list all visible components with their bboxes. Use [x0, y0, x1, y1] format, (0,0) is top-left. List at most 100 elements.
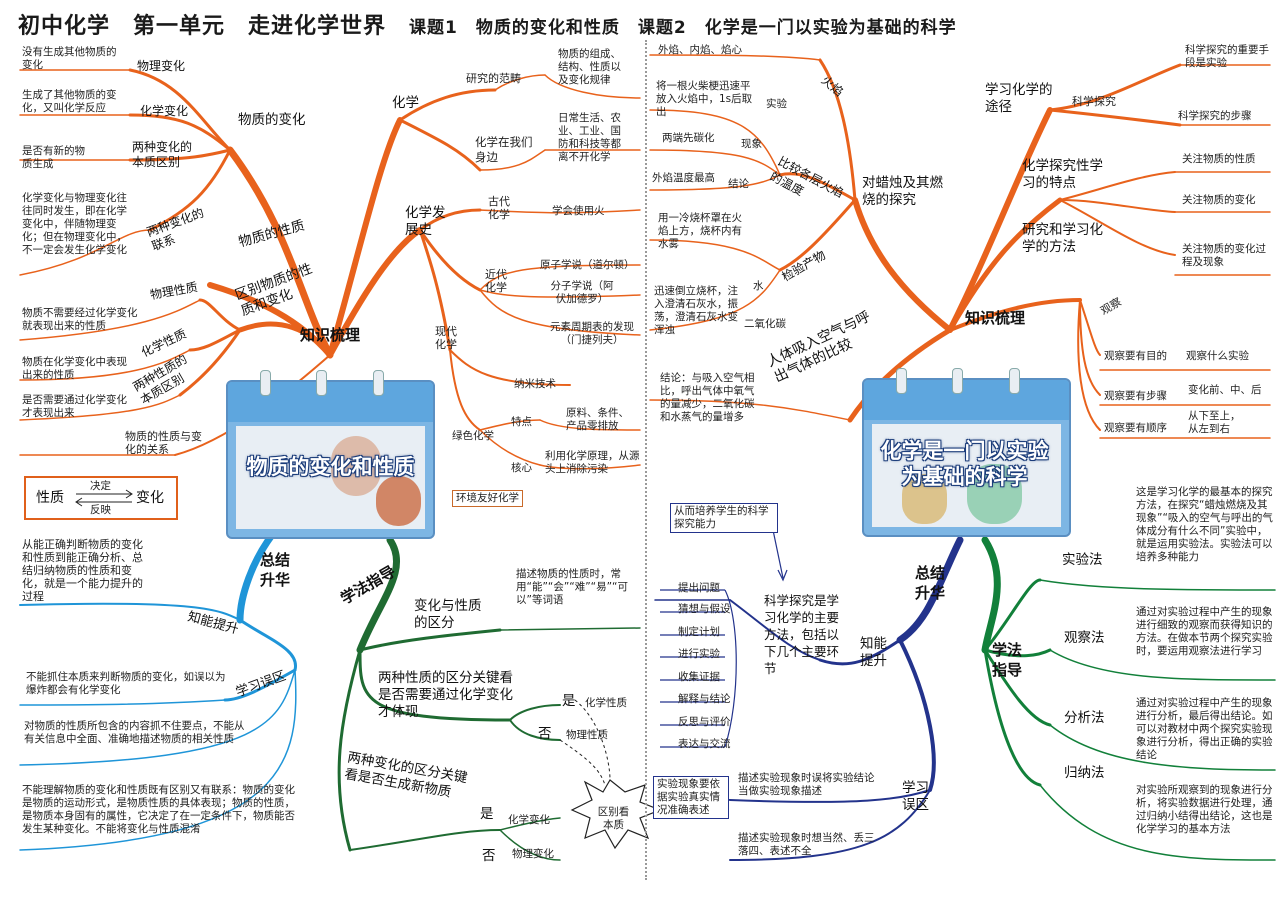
change-matter-node: 物质的变化 — [238, 112, 306, 128]
ability-def-left: 从能正确判断物质的变化和性质到能正确分析、总结归纳物质的性质和变化，就是一个能力… — [22, 538, 143, 603]
rel-top: 决定 — [90, 480, 111, 492]
exp-def: 将一根火柴梗迅速平放入火焰中，1s后取出 — [656, 80, 753, 118]
step-6: 解释与结论 — [678, 693, 731, 705]
ana-method-def: 通过对实验过程中产生的现象进行分析，最后得出结论。如可以对教材中两个探究实验现象… — [1136, 697, 1273, 761]
exp-method-def: 这是学习化学的最基本的探究方法，在探究“蜡烛燃烧及其现象”“吸入的空气与呼出的气… — [1136, 486, 1273, 563]
step-5: 收集证据 — [678, 671, 720, 683]
ind-method-def: 对实验所观察到的现象进行分析，将实验数据进行处理，通过归纳小结得出结论，这也是化… — [1136, 784, 1273, 835]
calendar-ring — [896, 368, 907, 394]
prop-diff-def: 是否需要通过化学变化才表现出来 — [22, 394, 127, 419]
modern-node: 现代化学 — [435, 325, 457, 351]
calendar-left-label: 物质的变化和性质 — [246, 455, 415, 479]
ana-method-node: 分析法 — [1064, 710, 1105, 726]
ability-node-right: 知能提升 — [860, 636, 887, 669]
m1-node: 变化与性质的区分 — [414, 598, 482, 631]
molecule-node: 分子学说（阿伏加德罗） — [550, 280, 614, 305]
knowledge-node-right: 知识梳理 — [965, 309, 1026, 327]
inquiry-node: 科学探究 — [1072, 95, 1116, 108]
page-divider — [645, 40, 647, 880]
flask-illustration — [331, 436, 381, 496]
history-node: 化学发展史 — [405, 205, 446, 238]
burst-shape — [570, 779, 662, 850]
method-node-right: 学法指导 — [992, 641, 1023, 679]
calendar-left-head — [228, 382, 433, 422]
rel-arrows — [75, 489, 133, 507]
way-node: 学习化学的途径 — [985, 82, 1053, 115]
flame-parts: 外焰、内焰、焰心 — [658, 44, 742, 56]
m2-yes: 是 — [562, 693, 576, 709]
phys-change-node: 物理变化 — [137, 59, 186, 73]
phys-prop-def: 物质不需要经过化学变化就表现出来的性质 — [22, 307, 138, 332]
green-tag: 环境友好化学 — [452, 490, 523, 507]
mistake2-left: 对物质的性质所包含的内容抓不住要点，不能从有关信息中全面、准确地描述物质的相关性… — [24, 720, 245, 745]
calendar-ring — [1009, 368, 1020, 394]
step-1: 提出问题 — [678, 582, 720, 594]
chem-change-node: 化学变化 — [140, 104, 189, 118]
chem-change-def: 生成了其他物质的变化，又叫化学反应 — [22, 89, 117, 114]
burst-label: 区别看本质 — [597, 806, 630, 831]
inquiry1: 科学探究的重要手段是实验 — [1185, 44, 1269, 69]
summary-node-right: 总结升华 — [915, 564, 946, 602]
relation-box: 性质 决定 反映 变化 — [24, 476, 178, 520]
step-8: 表达与交流 — [678, 738, 731, 750]
knowledge-node-left: 知识梳理 — [300, 326, 361, 344]
exp-method-node: 实验法 — [1062, 552, 1103, 568]
step-7: 反思与评价 — [678, 716, 731, 728]
calendar-right: 化学是一门以实验为基础的科学 — [862, 368, 1071, 537]
link-def: 化学变化与物理变化往往同时发生，即在化学变化中，伴随物理变化；但在物理变化中，不… — [22, 192, 127, 256]
diff-node: 两种变化的本质区别 — [132, 140, 193, 169]
research-node: 研究和学习化学的方法 — [1022, 222, 1103, 255]
relation-node: 物质的性质与变化的关系 — [125, 430, 202, 456]
candle-node: 对蜡烛及其燃烧的探究 — [862, 175, 943, 208]
diff-def: 是否有新的物质生成 — [22, 145, 85, 170]
ability-tag: 从而培养学生的科学探究能力 — [670, 503, 778, 533]
m2-no: 否 — [538, 726, 552, 742]
m2-chem-prop: 化学性质 — [585, 697, 627, 709]
water-def: 用一冷烧杯罩在火焰上方，烧杯内有水雾 — [658, 212, 742, 250]
m3-phys-change: 物理变化 — [512, 848, 554, 860]
atom-node: 原子学说（道尔顿） — [540, 259, 635, 271]
m3-yes: 是 — [480, 806, 494, 822]
m2-phys-prop: 物理性质 — [566, 729, 608, 741]
breath-def: 结论：与吸入空气相比，呼出气体中氧气的量减少，二氧化碳和水蒸气的量增多 — [660, 372, 755, 423]
ancient-def: 学会使用火 — [552, 205, 605, 217]
calendar-ring — [952, 368, 963, 394]
scope-node: 研究的范畴 — [466, 72, 521, 85]
observe1-detail: 观察什么实验 — [1186, 350, 1249, 362]
feature1: 关注物质的性质 — [1182, 153, 1256, 165]
mistake2-right: 描述实验现象时想当然、丢三落四、表述不全 — [738, 832, 875, 857]
calendar-right-label: 化学是一门以实验为基础的科学 — [880, 439, 1049, 489]
modern-near-node: 近代化学 — [485, 268, 507, 294]
water-node: 水 — [753, 280, 764, 292]
phen-def: 两端先碳化 — [662, 132, 715, 144]
calendar-right-head — [864, 380, 1069, 420]
mistake3-left: 不能理解物质的变化和性质既有区别又有联系：物质的变化是物质的运动形式，是物质性质… — [22, 784, 295, 835]
feature-node: 特点 — [511, 416, 532, 428]
mistake1-left: 不能抓住本质来判断物质的变化，如误以为爆炸都会有化学变化 — [26, 671, 226, 696]
nano-node: 纳米技术 — [514, 378, 556, 390]
around-node: 化学在我们身边 — [475, 135, 533, 164]
m2-node: 两种性质的区分关键看是否需要通过化学变化才体现 — [378, 670, 513, 720]
m1-def: 描述物质的性质时，常用“能”“会”“难”“易”“可以”等词语 — [516, 568, 628, 606]
obs-method-node: 观察法 — [1064, 630, 1105, 646]
step-2: 猜想与假设 — [678, 603, 731, 615]
step-4: 进行实验 — [678, 648, 720, 660]
around-def: 日常生活、农业、工业、国防和科技等都离不开化学 — [558, 112, 621, 163]
observe2: 观察要有步骤 — [1104, 390, 1167, 402]
flask-illustration — [967, 464, 1022, 524]
summary-node-left: 总结升华 — [260, 551, 291, 589]
step-3: 制定计划 — [678, 626, 720, 638]
m3-chem-change: 化学变化 — [508, 814, 550, 826]
calendar-ring — [260, 370, 271, 396]
observe2-detail: 变化前、中、后 — [1188, 384, 1262, 396]
calendar-ring — [316, 370, 327, 396]
green-node: 绿色化学 — [452, 430, 494, 442]
ind-method-node: 归纳法 — [1064, 765, 1105, 781]
m3-no: 否 — [482, 848, 496, 864]
calendar-right-image: 化学是一门以实验为基础的科学 — [872, 424, 1061, 527]
rel-right: 变化 — [136, 490, 164, 506]
rel-left: 性质 — [36, 490, 64, 506]
ancient-node: 古代化学 — [488, 195, 510, 221]
experiment-node: 实验 — [766, 98, 787, 110]
